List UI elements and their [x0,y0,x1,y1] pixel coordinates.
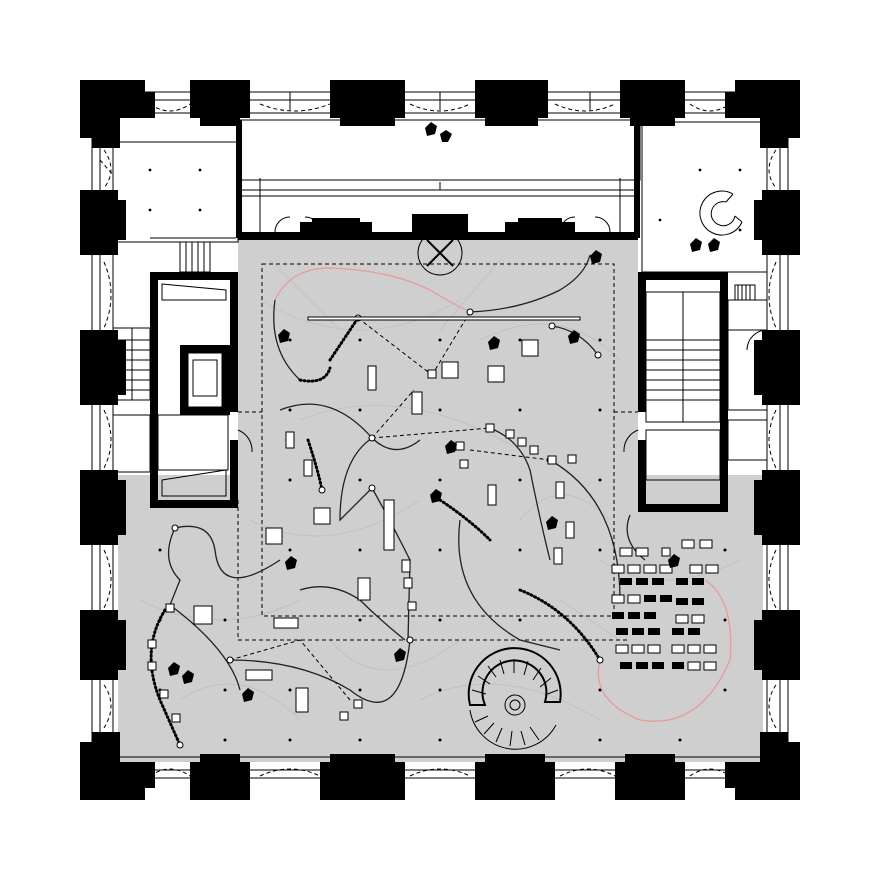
person [445,440,457,454]
display-panel [383,499,395,551]
spiral-staircase [467,647,562,750]
display-panel [441,361,459,379]
visitor-paths [149,254,732,747]
display-panel [553,547,563,565]
display-panel [555,481,565,499]
display-panel [485,423,495,433]
display-panel [307,316,581,321]
display-panel [367,365,377,391]
display-panel [339,711,349,721]
display-panel [565,521,575,539]
person [546,516,558,530]
display-panel [401,559,411,573]
display-panel [455,441,465,451]
display-panel [147,639,157,649]
display-panel [517,437,527,447]
person [394,648,406,662]
display-panel [403,577,413,589]
right-floor-extension [638,512,763,762]
display-panel [147,661,157,671]
seating-area [611,539,719,671]
dashed-boundaries [237,263,638,641]
left-core [112,272,253,508]
display-panel [407,601,417,611]
people [168,122,720,702]
top-left-room [99,141,239,273]
display-panel [295,687,309,713]
display-panel [487,484,497,506]
display-panel [313,507,331,525]
display-panel [171,713,181,723]
display-panels [147,316,671,723]
person [708,238,720,252]
person [285,556,297,570]
person [430,489,442,503]
display-panel [285,431,295,449]
person [425,122,452,142]
display-panel [487,365,505,383]
top-foyer [236,92,641,276]
display-panel [521,339,539,357]
display-panel [661,547,671,557]
display-panel [411,391,423,415]
display-panel [353,699,363,709]
display-panel [159,689,169,699]
display-panel [547,455,557,465]
person [690,238,702,252]
display-panel [193,605,213,625]
display-panel [529,445,539,455]
display-panel [165,603,175,613]
display-panel [459,459,469,469]
display-panel [245,669,273,681]
display-panel [427,369,437,379]
display-panel [273,617,299,629]
person [568,330,580,344]
display-panel [505,429,515,439]
display-panel [357,577,371,601]
top-right-room [641,121,768,273]
person [590,250,602,264]
person [242,688,254,702]
display-panel [567,454,577,464]
person [168,662,194,684]
grid-dots [158,338,727,742]
right-core [623,272,768,512]
person [278,329,290,343]
person [668,554,680,568]
display-panel [265,527,283,545]
person [488,336,500,350]
display-panel [303,459,313,477]
